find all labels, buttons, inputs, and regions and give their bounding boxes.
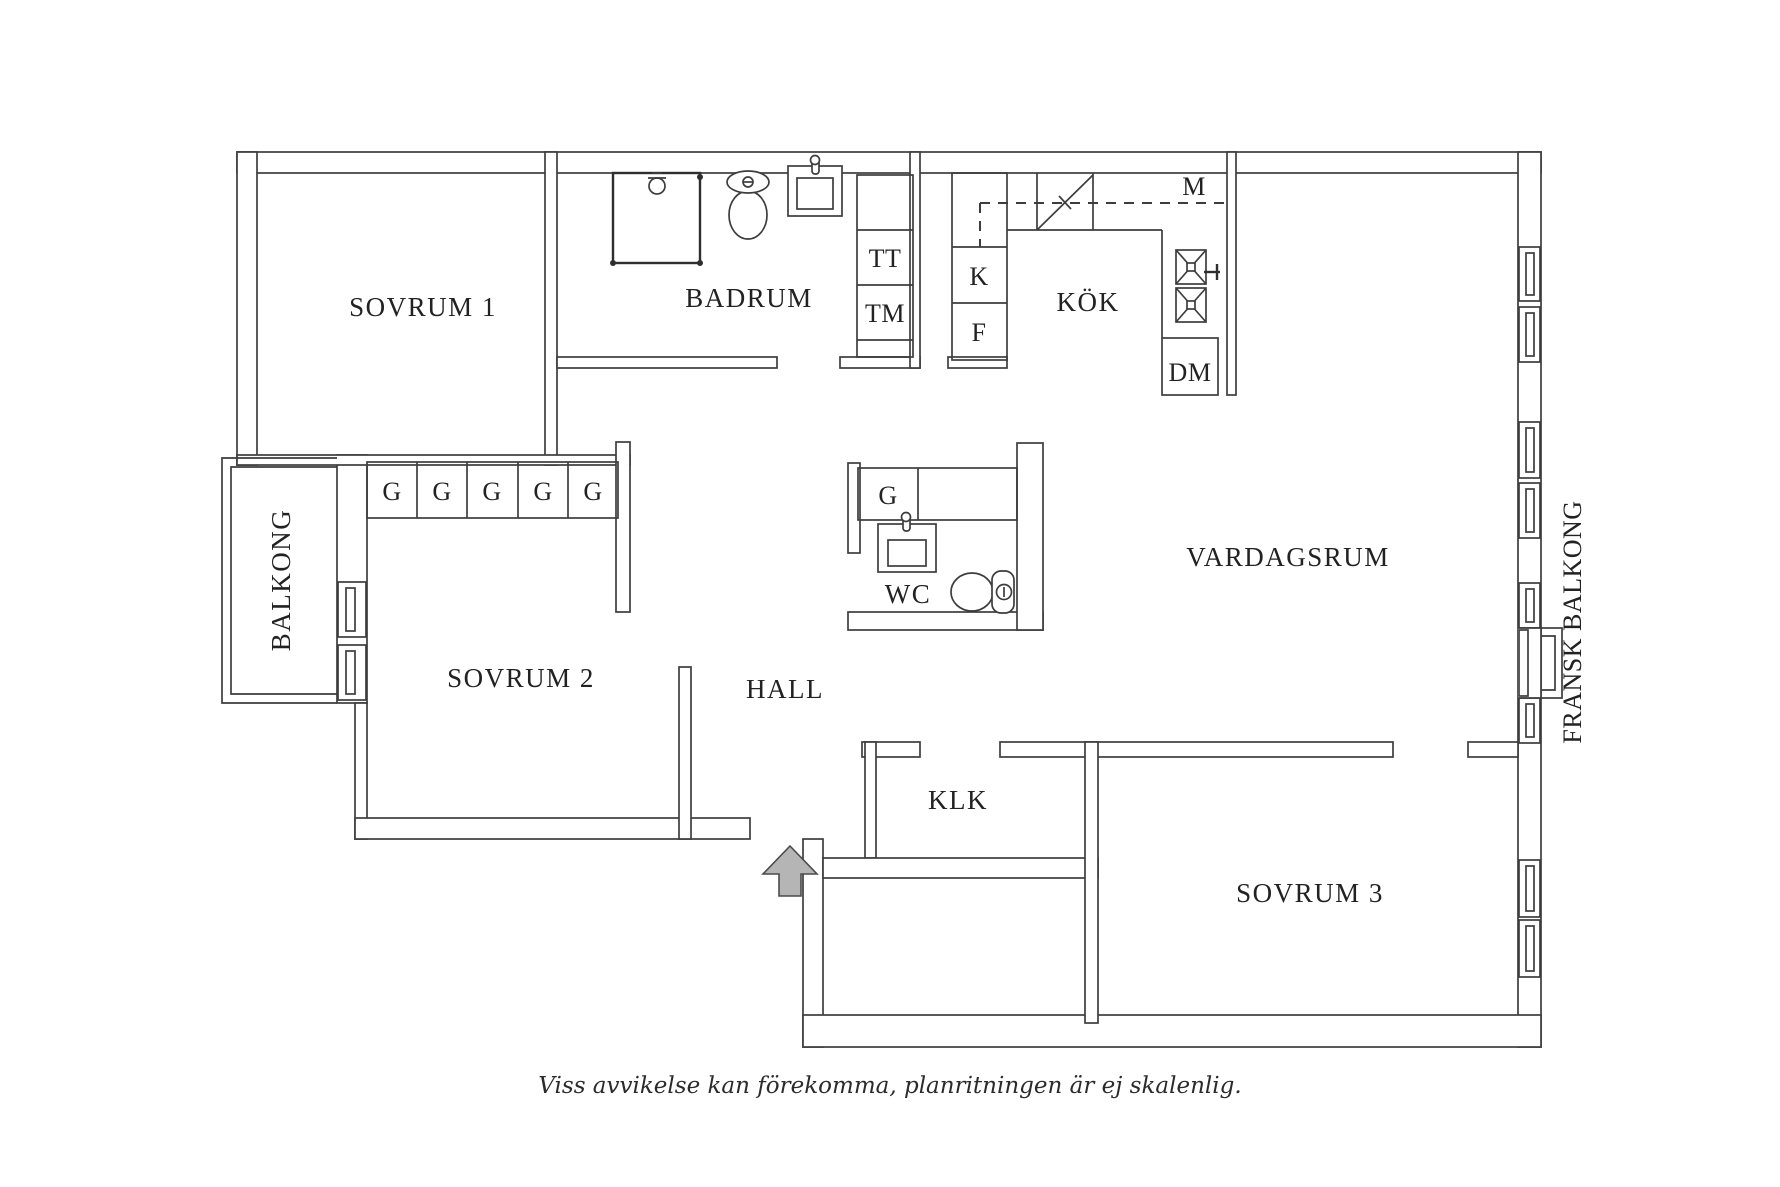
window-icon xyxy=(1518,421,1541,479)
wall xyxy=(1016,442,1044,631)
wall xyxy=(615,441,631,613)
sink-icon xyxy=(787,154,843,217)
fridge-label: K xyxy=(969,262,988,291)
room-label-hall: HALL xyxy=(746,674,824,704)
balcony-windows xyxy=(337,581,367,701)
room-labels: SOVRUM 1 BADRUM KÖK VARDAGSRUM SOVRUM 2 … xyxy=(266,283,1587,908)
wardrobe-label: G xyxy=(482,477,501,506)
wall xyxy=(236,454,631,466)
wc-closet-box xyxy=(857,467,1018,521)
room-label-badrum: BADRUM xyxy=(685,283,813,313)
wc-fixtures: G xyxy=(857,467,1018,614)
badrum-fixtures: TT TM xyxy=(610,154,914,358)
dishwasher-box xyxy=(1161,337,1219,396)
entrance-arrow-icon xyxy=(761,844,819,897)
window-icon xyxy=(337,581,367,638)
toilet-icon xyxy=(726,170,770,240)
window-icon xyxy=(1518,697,1541,744)
wardrobe-label: G xyxy=(382,477,401,506)
room-label-kok: KÖK xyxy=(1057,287,1120,317)
french-balcony-opening xyxy=(1518,628,1541,698)
cabinet-box xyxy=(856,174,914,358)
vent-shaft-icon xyxy=(1007,173,1162,231)
balcony-outer-line xyxy=(221,457,337,704)
room-label-vardagsrum: VARDAGSRUM xyxy=(1186,542,1390,572)
window-icon xyxy=(1518,246,1541,302)
wall xyxy=(1084,741,1099,1024)
wall xyxy=(847,611,1044,631)
wall xyxy=(947,356,1008,369)
sink-basin-icon xyxy=(1175,249,1207,285)
faucet-icon xyxy=(1204,264,1220,280)
dishwasher-label: DM xyxy=(1169,358,1212,387)
wall xyxy=(544,151,558,466)
right-wall-windows xyxy=(1518,246,1541,978)
freezer-label: F xyxy=(972,318,987,347)
wall xyxy=(839,356,921,369)
balcony-outline xyxy=(221,457,337,704)
window-icon xyxy=(1518,306,1541,363)
kitchen-fixtures: K F M xyxy=(951,172,1227,396)
sink-basin-icon xyxy=(1175,287,1207,323)
wall xyxy=(1226,151,1237,396)
window-icon xyxy=(1518,859,1541,918)
wardrobe-label: G xyxy=(432,477,451,506)
washer-label: TM xyxy=(865,299,905,328)
microwave-label: M xyxy=(1182,172,1206,201)
dryer-label: TT xyxy=(869,244,902,273)
wardrobe-row: G G G G G xyxy=(366,461,619,519)
room-label-sovrum3: SOVRUM 3 xyxy=(1236,878,1384,908)
wall xyxy=(1467,741,1519,758)
wall xyxy=(556,356,778,369)
window-icon xyxy=(1518,919,1541,978)
wc-toilet-icon xyxy=(950,570,1015,614)
wall xyxy=(909,151,921,369)
interior-walls xyxy=(236,151,1519,1024)
balcony-inner-line xyxy=(230,466,337,695)
room-label-balkong: BALKONG xyxy=(266,509,296,652)
wardrobe-box xyxy=(366,461,619,519)
wc-closet-label: G xyxy=(878,481,897,510)
wall xyxy=(802,1014,1542,1048)
wardrobe-label: G xyxy=(533,477,552,506)
french-balcony-rail xyxy=(1540,627,1563,699)
wall xyxy=(678,666,692,840)
wall xyxy=(847,462,861,554)
window-icon xyxy=(1518,482,1541,539)
shower-icon xyxy=(610,171,703,266)
room-label-fransk-balkong: FRANSK BALKONG xyxy=(1558,500,1587,743)
room-label-sovrum2: SOVRUM 2 xyxy=(447,663,595,693)
wall xyxy=(236,151,258,466)
exterior-walls xyxy=(236,151,1542,1048)
window-icon xyxy=(337,644,367,701)
wall xyxy=(864,741,877,859)
french-balcony-rail-inner xyxy=(1541,635,1556,691)
fridge-freezer-box xyxy=(951,172,1008,361)
wall xyxy=(999,741,1394,758)
laundry-cabinets: TT TM xyxy=(856,174,914,358)
window-icon xyxy=(1518,582,1541,629)
room-label-klk: KLK xyxy=(928,785,988,815)
wc-sink-icon xyxy=(877,511,937,573)
french-balcony-door-icon xyxy=(1518,629,1529,697)
room-label-sovrum1: SOVRUM 1 xyxy=(349,292,497,322)
room-label-wc: WC xyxy=(885,579,932,609)
disclaimer-text: Viss avvikelse kan förekomma, planritnin… xyxy=(538,1073,1241,1099)
wardrobe-label: G xyxy=(583,477,602,506)
wall xyxy=(822,857,1099,879)
wall xyxy=(236,151,1542,174)
wall xyxy=(354,817,751,840)
french-balcony xyxy=(1518,627,1563,699)
